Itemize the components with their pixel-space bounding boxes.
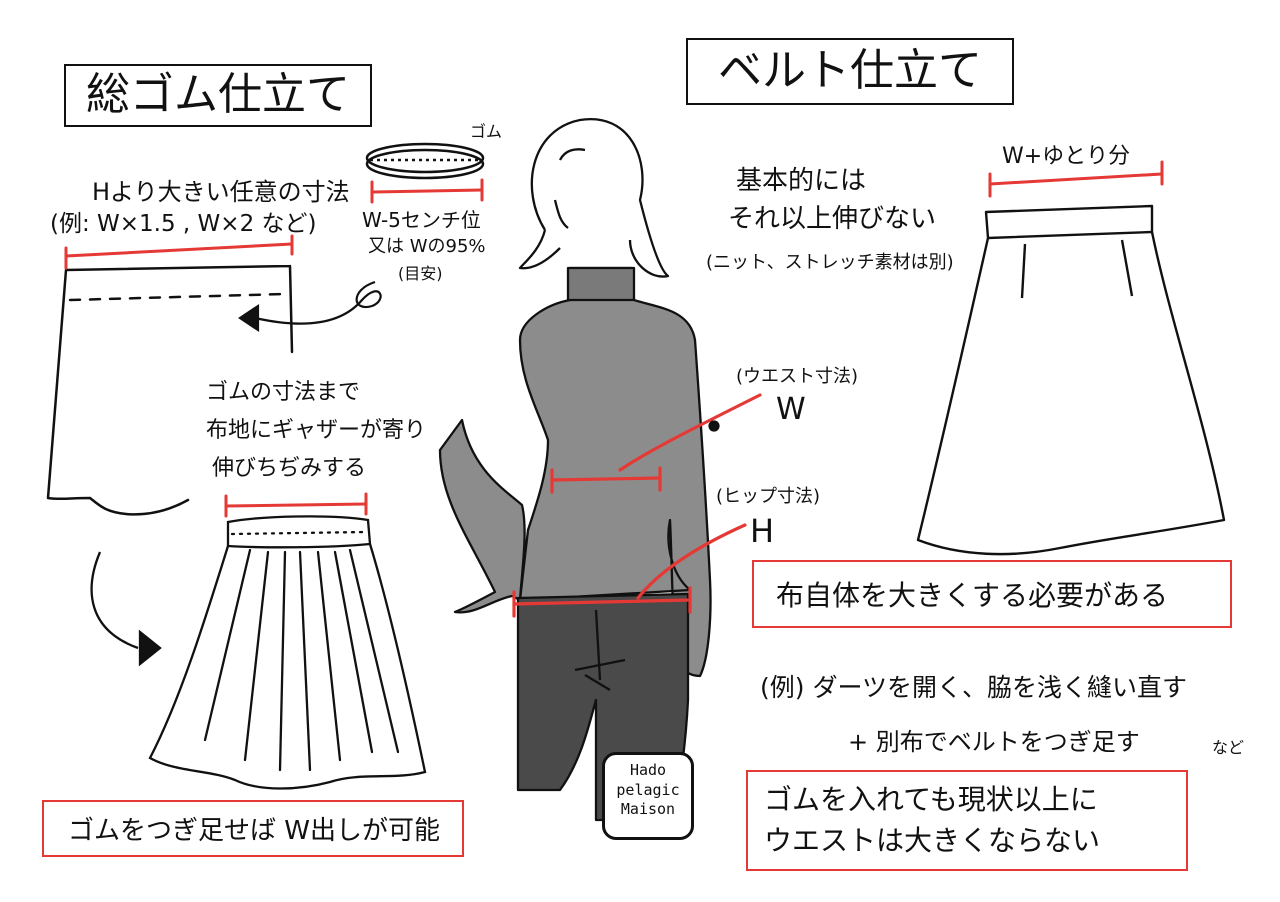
elastic-note-3: (目安) — [398, 264, 443, 283]
brand-logo: Hado pelagic Maison — [602, 752, 694, 840]
curl-arrow-icon — [238, 280, 382, 333]
waist-label: (ウエスト寸法) — [736, 366, 859, 387]
hip-measure — [512, 523, 747, 618]
gather-note-1: ゴムの寸法まで — [206, 380, 361, 405]
belt-skirt-drawing — [916, 204, 1226, 556]
right-requirement-box: 布自体を大きくする必要がある — [752, 560, 1232, 628]
example-line-1: (例) ダーツを開く、脇を浅く縫い直す — [760, 673, 1187, 702]
logo-line-2: pelagic — [616, 780, 680, 799]
fabric-note-1: Hより大きい任意の寸法 — [92, 178, 350, 206]
gather-note-3: 伸びちぢみする — [212, 456, 367, 481]
hip-label: (ヒップ寸法) — [716, 486, 821, 507]
left-title: 総ゴム仕立て — [64, 64, 372, 127]
elastic-note-1: W-5センチ位 — [362, 208, 481, 232]
logo-line-1: Hado — [629, 761, 667, 779]
elastic-label: ゴム — [470, 122, 503, 141]
waist-measure — [550, 393, 762, 494]
elastic-band-drawing — [365, 142, 485, 180]
right-conclusion-box: ゴムを入れても現状以上に ウエストは大きくならない — [746, 770, 1188, 872]
right-title: ベルト仕立て — [686, 38, 1014, 105]
down-arrow-icon — [90, 551, 162, 667]
belt-label: W+ゆとり分 — [1002, 144, 1131, 169]
belt-note-2: それ以上伸びない — [728, 204, 937, 234]
belt-note-1: 基本的には — [736, 166, 867, 196]
fabric-width-measure — [64, 234, 294, 270]
right-conclusion-line-2: ウエストは大きくならない — [764, 823, 1101, 857]
right-conclusion-line-1: ゴムを入れても現状以上に — [764, 783, 1098, 816]
example-line-2: + 別布でベルトをつぎ足す — [848, 728, 1140, 756]
gather-width-measure — [224, 492, 368, 518]
belt-width-measure — [988, 160, 1164, 198]
example-suffix: など — [1212, 738, 1245, 757]
waist-letter: W — [776, 392, 806, 427]
elastic-note-2: 又は Wの95% — [368, 236, 486, 257]
flat-fabric-drawing — [46, 264, 294, 516]
logo-line-3: Maison — [620, 800, 676, 818]
hip-letter: H — [750, 512, 775, 550]
elastic-width-measure — [370, 178, 484, 204]
fabric-note-2: (例: W×1.5 , W×2 など) — [50, 211, 317, 237]
belt-note-3: (ニット、ストレッチ素材は別) — [706, 252, 954, 273]
left-conclusion-box: ゴムをつぎ足せば W出しが可能 — [42, 800, 464, 857]
gathered-skirt-drawing — [148, 515, 427, 790]
gather-note-2: 布地にギャザーが寄り — [206, 418, 427, 443]
